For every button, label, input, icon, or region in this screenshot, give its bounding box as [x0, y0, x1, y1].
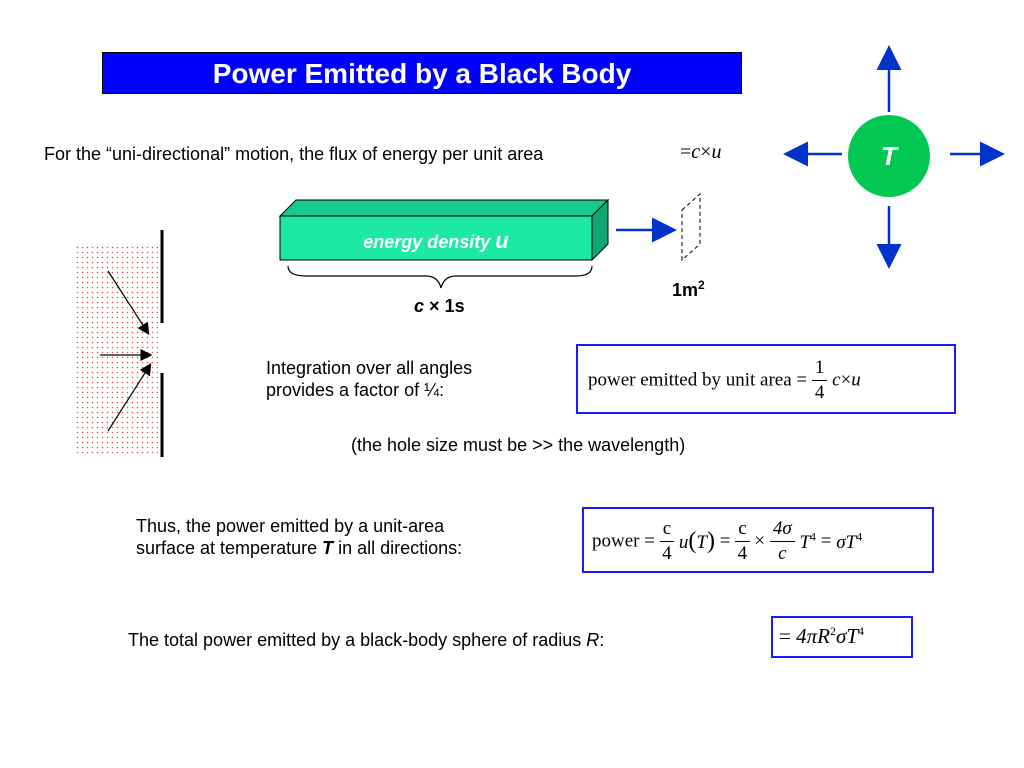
cavity-interior	[74, 243, 158, 455]
flux-arrow-area	[616, 192, 701, 262]
thus-text: Thus, the power emitted by a unit-area s…	[136, 516, 463, 558]
cavity-diagram	[74, 230, 164, 457]
flux-equation: =c×u	[680, 141, 722, 163]
length-label: c × 1s	[414, 296, 465, 316]
unit-area-label: 1m2	[672, 278, 705, 300]
length-brace	[287, 265, 593, 289]
flux-text: For the “uni-directional” motion, the fl…	[44, 144, 544, 164]
energy-density-label: energy density u	[363, 228, 509, 253]
energy-density-box	[278, 198, 610, 262]
temperature-sphere: T	[848, 115, 930, 197]
integration-text: Integration over all angles provides a f…	[266, 358, 473, 400]
hole-size-note: (the hole size must be >> the wavelength…	[351, 435, 686, 455]
equation-sphere-power: = 4πR2σT4	[771, 616, 913, 658]
page-title: Power Emitted by a Black Body	[102, 52, 742, 94]
total-power-text: The total power emitted by a black-body …	[128, 630, 605, 650]
radiation-arrows	[783, 45, 1005, 269]
